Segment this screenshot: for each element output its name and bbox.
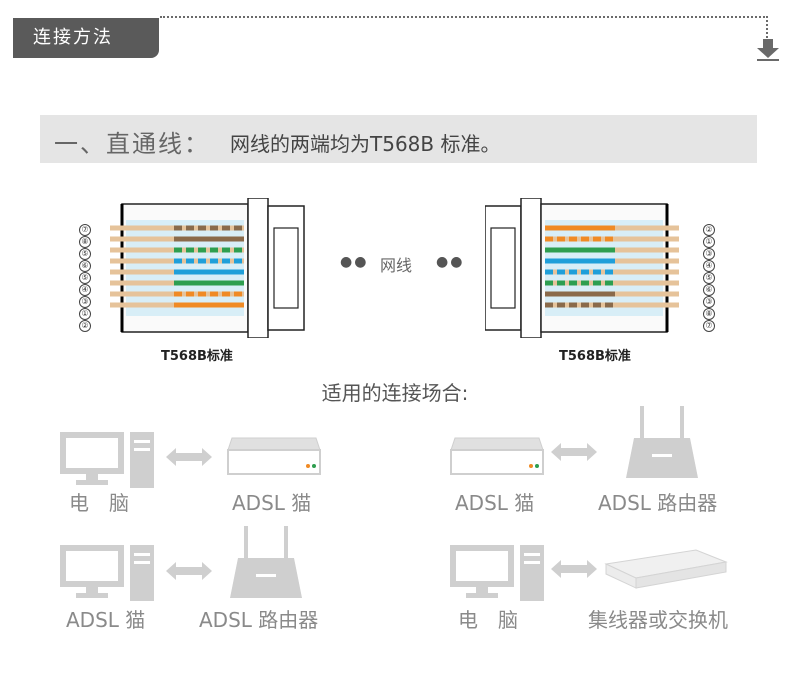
right-pin-number: ③ xyxy=(703,248,715,260)
cable-dots-left: ●● xyxy=(340,254,369,270)
pair2-right-label: ADSL 路由器 xyxy=(598,491,718,515)
pair1-left-label: 电 脑 xyxy=(69,491,129,515)
pair4-left-label: 电 脑 xyxy=(458,608,518,632)
right-plug-caption: T568B标准 xyxy=(559,349,631,364)
left-pin-number: ⑦ xyxy=(79,224,91,236)
adsl-router-icon xyxy=(230,526,302,598)
title-band xyxy=(40,115,757,163)
download-arrow-icon xyxy=(757,39,779,61)
right-pin-number: ① xyxy=(703,236,715,248)
right-pin-numbers: ② ① ③ ④ ⑤ ⑥ ③ ⑧ ⑦ xyxy=(703,224,715,332)
right-pin-number: ⑤ xyxy=(703,272,715,284)
computer-icon xyxy=(60,432,154,488)
bidirectional-arrow-icon xyxy=(551,560,597,578)
cable-dots-right: ●● xyxy=(436,254,465,270)
right-pin-number: ⑧ xyxy=(703,308,715,320)
pair4-right-label: 集线器或交换机 xyxy=(588,608,728,632)
rj45-plug-left xyxy=(110,198,305,338)
left-pin-number: ② xyxy=(79,320,91,332)
right-pin-number: ⑥ xyxy=(703,284,715,296)
section-title: 一、直通线： xyxy=(54,130,210,158)
left-pin-number: ⑤ xyxy=(79,272,91,284)
bidirectional-arrow-icon xyxy=(166,562,212,580)
adsl-modem-icon xyxy=(227,437,321,475)
left-pin-number: ⑤ xyxy=(79,248,91,260)
pair3-right-label: ADSL 路由器 xyxy=(199,608,319,632)
left-pin-number: ⑧ xyxy=(79,236,91,248)
section-header-tag: 连接方法 xyxy=(13,18,159,58)
computer-icon xyxy=(450,545,544,601)
bidirectional-arrow-icon xyxy=(166,448,212,466)
pair2-left-label: ADSL 猫 xyxy=(455,491,535,515)
pair1-right-label: ADSL 猫 xyxy=(232,491,312,515)
right-pin-number: ④ xyxy=(703,260,715,272)
left-pin-number: ⑥ xyxy=(79,260,91,272)
left-pin-number: ③ xyxy=(79,296,91,308)
header-dotted-drop xyxy=(766,16,768,38)
rj45-plug-right xyxy=(485,198,679,338)
computer-icon xyxy=(60,545,154,601)
left-pin-number: ① xyxy=(79,308,91,320)
left-pin-number: ④ xyxy=(79,284,91,296)
network-switch-icon xyxy=(604,549,728,589)
occasions-title: 适用的连接场合: xyxy=(321,381,469,405)
left-pin-numbers: ⑦ ⑧ ⑤ ⑥ ⑤ ④ ③ ① ② xyxy=(79,224,91,332)
header-dotted-line xyxy=(160,16,768,18)
right-pin-number: ② xyxy=(703,224,715,236)
left-plug-caption: T568B标准 xyxy=(161,349,233,364)
adsl-router-icon xyxy=(626,406,698,478)
cable-label: 网线 xyxy=(380,256,413,275)
pair3-left-label: ADSL 猫 xyxy=(66,608,146,632)
right-pin-number: ③ xyxy=(703,296,715,308)
right-pin-number: ⑦ xyxy=(703,320,715,332)
bidirectional-arrow-icon xyxy=(551,443,597,461)
section-description: 网线的两端均为T568B 标准。 xyxy=(230,132,501,156)
adsl-modem-icon xyxy=(450,437,544,475)
